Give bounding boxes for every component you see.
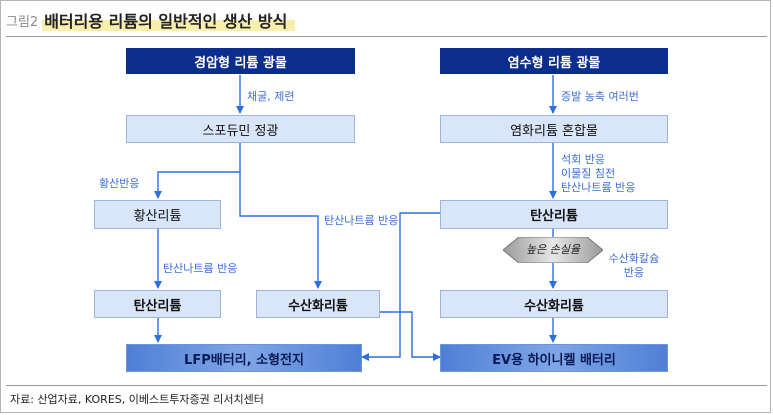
label-calcium-hydroxide: 수산화칼슘 반응 — [598, 252, 670, 280]
high-loss-diamond — [503, 237, 603, 263]
node-spodumene-concentrate: 스포듀민 정광 — [126, 115, 355, 143]
figure-title: 배터리용 리튬의 일반적인 생산 방식 — [42, 8, 296, 32]
node-lithium-hydroxide-right: 수산화리튬 — [440, 290, 668, 318]
label-brine-steps: 석회 반응 이물질 침전 탄산나트륨 반응 — [561, 153, 635, 195]
arrow-carbonate-right-to-lfp — [361, 212, 440, 361]
figure-header: 그림2 배터리용 리튬의 일반적인 생산 방식 — [6, 8, 296, 32]
node-brine-ore: 염수형 리튬 광물 — [440, 48, 668, 74]
header-rule — [6, 36, 767, 37]
label-high-loss: 높은 손실율 — [525, 243, 581, 256]
label-sodium-carbonate-mid: 탄산나트륨 반응 — [324, 214, 399, 227]
arrow-concentrate-to-sulfate — [154, 143, 241, 199]
label-sulfation: 황산반응 — [99, 177, 140, 190]
node-lithium-hydroxide-mid: 수산화리튬 — [256, 290, 380, 318]
label-brine-step-2: 이물질 침전 — [561, 167, 616, 180]
node-lithium-carbonate-right: 탄산리튬 — [440, 200, 668, 229]
node-lithium-carbonate-left: 탄산리튬 — [94, 290, 221, 318]
label-calcium-hydroxide-1: 수산화칼슘 — [608, 252, 660, 265]
node-lithium-sulfate: 황산리튬 — [94, 200, 221, 229]
node-spodumene-ore: 경암형 리튬 광물 — [126, 48, 355, 74]
footer-rule — [6, 385, 767, 386]
source-note: 자료: 산업자료, KORES, 이베스트투자증권 리서치센터 — [10, 393, 264, 406]
label-brine-step-3: 탄산나트륨 반응 — [561, 181, 636, 194]
node-ev-output: EV용 하이니켈 배터리 — [440, 344, 668, 372]
arrow-concentrate-to-hydroxide — [239, 172, 322, 289]
figure-number: 그림2 — [6, 14, 39, 30]
label-evaporation: 증발 농축 여러번 — [561, 90, 639, 103]
label-brine-step-1: 석회 반응 — [561, 153, 605, 166]
arrow-hydroxide-mid-to-ev — [380, 311, 441, 361]
label-sodium-carbonate-left: 탄산나트륨 반응 — [163, 262, 238, 275]
label-calcium-hydroxide-2: 반응 — [623, 266, 645, 279]
label-mining-refining: 채굴, 제련 — [247, 90, 295, 103]
node-lithium-chloride-mix: 염화리튬 혼합물 — [440, 115, 668, 143]
node-lfp-output: LFP배터리, 소형전지 — [126, 344, 362, 372]
